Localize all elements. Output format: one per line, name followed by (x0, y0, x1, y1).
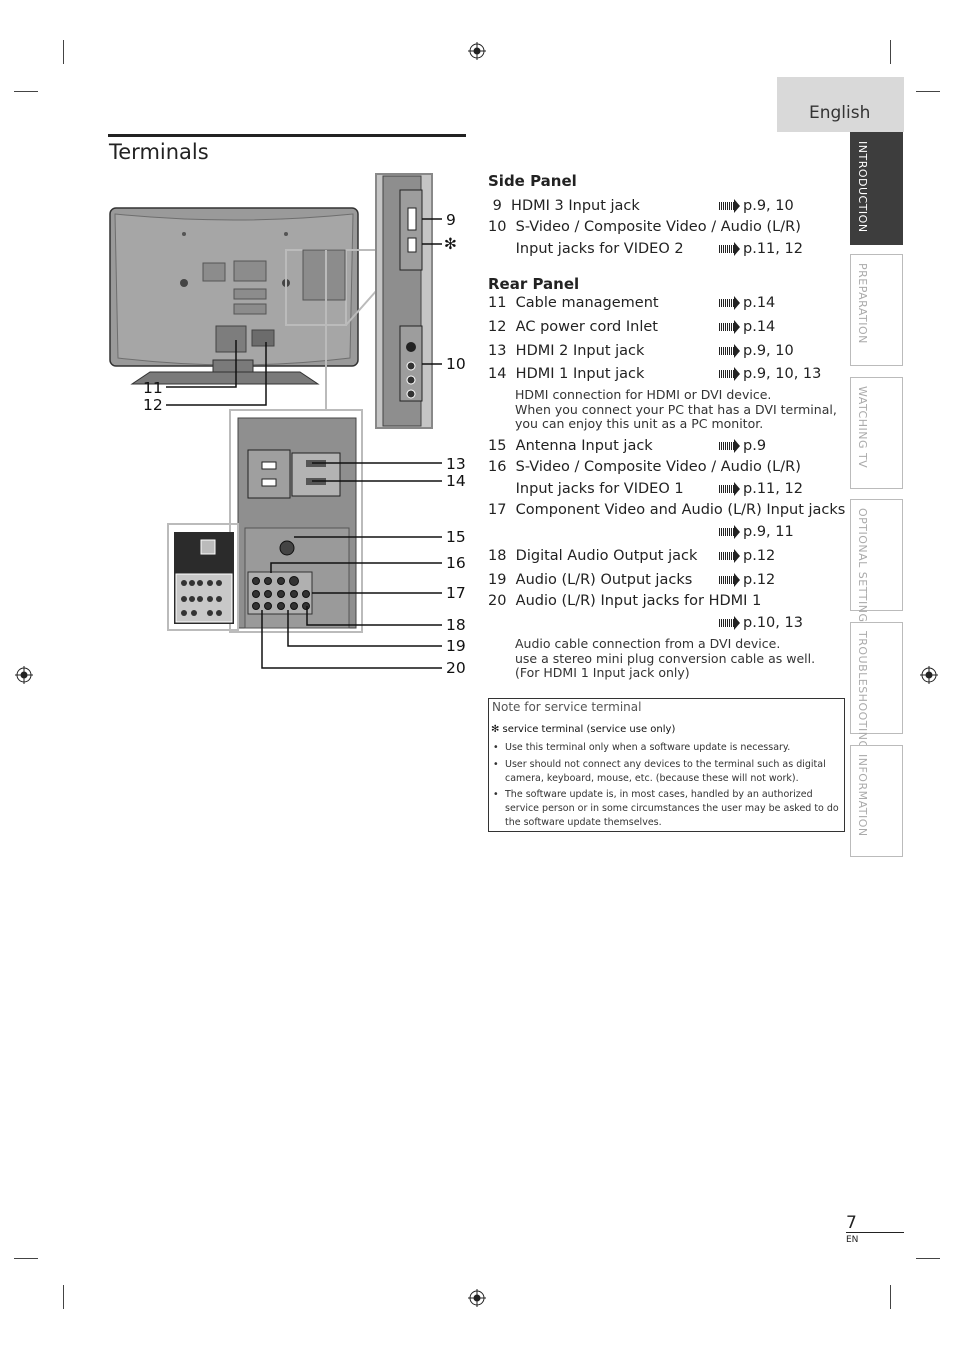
tab-information[interactable]: INFORMATION (850, 745, 903, 857)
note-title: Note for service terminal (492, 700, 642, 714)
title-rule (108, 134, 466, 137)
list-item: 12 AC power cord Inlet (488, 319, 658, 335)
list-item: Input jacks for VIDEO 1 (488, 481, 684, 497)
page-ref: p.11, 12 (719, 481, 803, 497)
note-star-line: ✻ service terminal (service use only) (491, 724, 676, 735)
list-item: 9 HDMI 3 Input jack (488, 198, 640, 214)
note-bullet: •The software update is, in most cases, … (493, 789, 839, 828)
page-ref: p.11, 12 (719, 241, 803, 257)
arrow-right-icon (719, 320, 740, 334)
page-title: Terminals (109, 140, 209, 164)
arrow-right-icon (719, 439, 740, 453)
arrow-right-icon (719, 344, 740, 358)
callout-star: ✻ (444, 235, 457, 253)
callout-15: 15 (446, 528, 466, 546)
list-item: 16 S-Video / Composite Video / Audio (L/… (488, 459, 801, 475)
terminals-diagram (109, 173, 442, 669)
callout-20: 20 (446, 659, 466, 677)
arrow-right-icon (719, 199, 740, 213)
callout-19: 19 (446, 637, 466, 655)
language-tab: English (777, 77, 904, 132)
registration-mark-icon (468, 42, 486, 60)
list-item: 19 Audio (L/R) Output jacks (488, 572, 693, 588)
crop-mark (14, 1258, 38, 1259)
list-item: 20 Audio (L/R) Input jacks for HDMI 1 (488, 593, 762, 609)
language-label: English (809, 103, 871, 123)
page-ref: p.9, 11 (719, 524, 794, 540)
rear-panel-heading: Rear Panel (488, 275, 580, 293)
crop-mark (63, 1285, 64, 1309)
crop-mark (63, 40, 64, 64)
callout-18: 18 (446, 616, 466, 634)
callout-10: 10 (446, 355, 466, 373)
side-panel-heading: Side Panel (488, 172, 577, 190)
tab-label: INFORMATION (856, 754, 869, 837)
crop-mark (916, 91, 940, 92)
page-ref: p.12 (719, 572, 775, 588)
registration-mark-icon (468, 1289, 486, 1307)
tab-label: OPTIONAL SETTING (856, 508, 869, 623)
hdmi1-description: HDMI connection for HDMI or DVI device. … (515, 387, 837, 431)
page-ref: p.14 (719, 319, 775, 335)
tab-watching-tv[interactable]: WATCHING TV (850, 377, 903, 489)
list-item: 10 S-Video / Composite Video / Audio (L/… (488, 219, 801, 235)
list-item: 15 Antenna Input jack (488, 438, 653, 454)
list-item: 11 Cable management (488, 295, 659, 311)
callout-14: 14 (446, 472, 466, 490)
tab-label: WATCHING TV (856, 386, 869, 469)
page-ref: p.12 (719, 548, 775, 564)
page-ref: p.9, 10 (719, 343, 794, 359)
tab-label: TROUBLESHOOTING (856, 631, 869, 750)
page-ref: p.14 (719, 295, 775, 311)
audio-description: Audio cable connection from a DVI device… (515, 636, 816, 680)
service-note-box (488, 698, 845, 832)
callout-17: 17 (446, 584, 466, 602)
list-item: Input jacks for VIDEO 2 (488, 241, 684, 257)
arrow-right-icon (719, 367, 740, 381)
registration-mark-icon (15, 666, 33, 684)
arrow-right-icon (719, 296, 740, 310)
crop-mark (916, 1258, 940, 1259)
list-item: 13 HDMI 2 Input jack (488, 343, 645, 359)
page-ref: p.9, 10 (719, 198, 794, 214)
tab-introduction[interactable]: INTRODUCTION (850, 132, 903, 245)
crop-mark (890, 40, 891, 64)
list-item: 14 HDMI 1 Input jack (488, 366, 645, 382)
callout-16: 16 (446, 554, 466, 572)
arrow-right-icon (719, 242, 740, 256)
arrow-right-icon (719, 616, 740, 630)
page-ref: p.9, 10, 13 (719, 366, 821, 382)
arrow-right-icon (719, 573, 740, 587)
tab-label: INTRODUCTION (856, 141, 869, 233)
registration-mark-icon (920, 666, 938, 684)
tab-label: PREPARATION (856, 263, 869, 344)
page-ref: p.9 (719, 438, 766, 454)
note-bullet: •User should not connect any devices to … (493, 759, 826, 784)
list-item: 17 Component Video and Audio (L/R) Input… (488, 502, 846, 518)
callout-11: 11 (143, 379, 163, 397)
page-number: 7 (846, 1213, 857, 1233)
callout-13: 13 (446, 455, 466, 473)
arrow-right-icon (719, 482, 740, 496)
page-lang-code: EN (846, 1235, 859, 1245)
callout-9: 9 (446, 211, 456, 229)
screw-hole (180, 279, 188, 287)
arrow-right-icon (719, 549, 740, 563)
tab-preparation[interactable]: PREPARATION (850, 254, 903, 366)
page-ref: p.10, 13 (719, 615, 803, 631)
list-item: 18 Digital Audio Output jack (488, 548, 698, 564)
tab-optional-setting[interactable]: OPTIONAL SETTING (850, 499, 903, 622)
page-number-rule (846, 1232, 904, 1233)
tab-troubleshooting[interactable]: TROUBLESHOOTING (850, 622, 903, 749)
note-bullet: •Use this terminal only when a software … (493, 742, 791, 753)
crop-mark (14, 91, 38, 92)
arrow-right-icon (719, 525, 740, 539)
callout-12: 12 (143, 396, 163, 414)
crop-mark (890, 1285, 891, 1309)
